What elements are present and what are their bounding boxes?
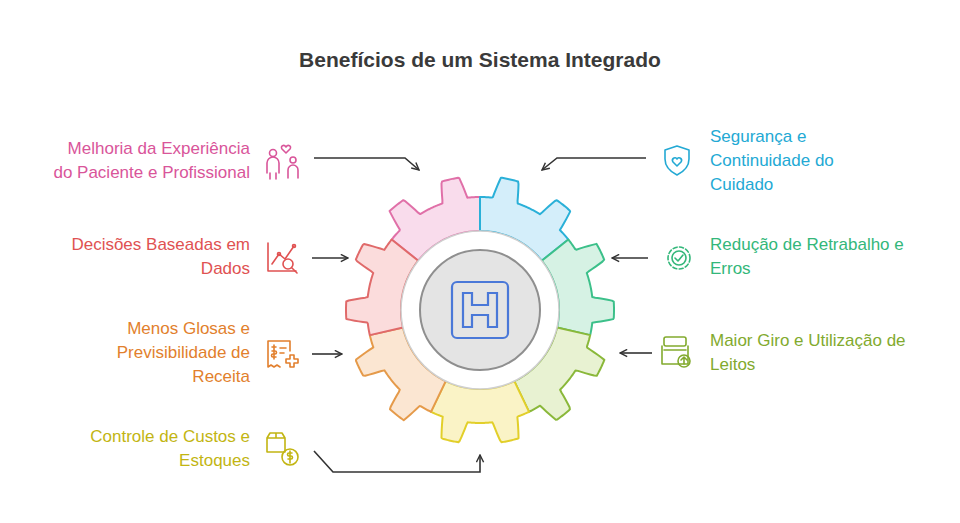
benefit-label: Redução de Retrabalho e Erros — [710, 233, 935, 281]
benefit-label: Melhoria da Experiência do Paciente e Pr… — [45, 137, 250, 185]
bed-icon — [662, 337, 690, 367]
box-coin-icon — [267, 433, 298, 465]
benefit-label: Menos Glosas e Previsibilidade de Receit… — [85, 317, 250, 389]
people-icon — [267, 146, 298, 179]
receipt-icon — [268, 341, 298, 367]
benefit-label: Decisões Baseadas em Dados — [45, 233, 250, 281]
benefit-label: Segurança e Continuidade do Cuidado — [710, 125, 870, 197]
gear-check-icon — [668, 247, 690, 269]
pointer-arrows — [312, 158, 652, 472]
hospital-icon — [452, 282, 508, 338]
benefit-label: Maior Giro e Utilização de Leitos — [710, 329, 910, 377]
shield-icon — [665, 146, 689, 175]
gear-segment — [431, 381, 529, 442]
benefit-label: Controle de Custos e Estoques — [65, 425, 250, 473]
gear — [346, 178, 614, 443]
diagram-title: Benefícios de um Sistema Integrado — [0, 48, 960, 72]
gear-ring — [401, 231, 559, 389]
chart-search-icon — [268, 243, 297, 273]
gear-hub — [420, 250, 540, 370]
